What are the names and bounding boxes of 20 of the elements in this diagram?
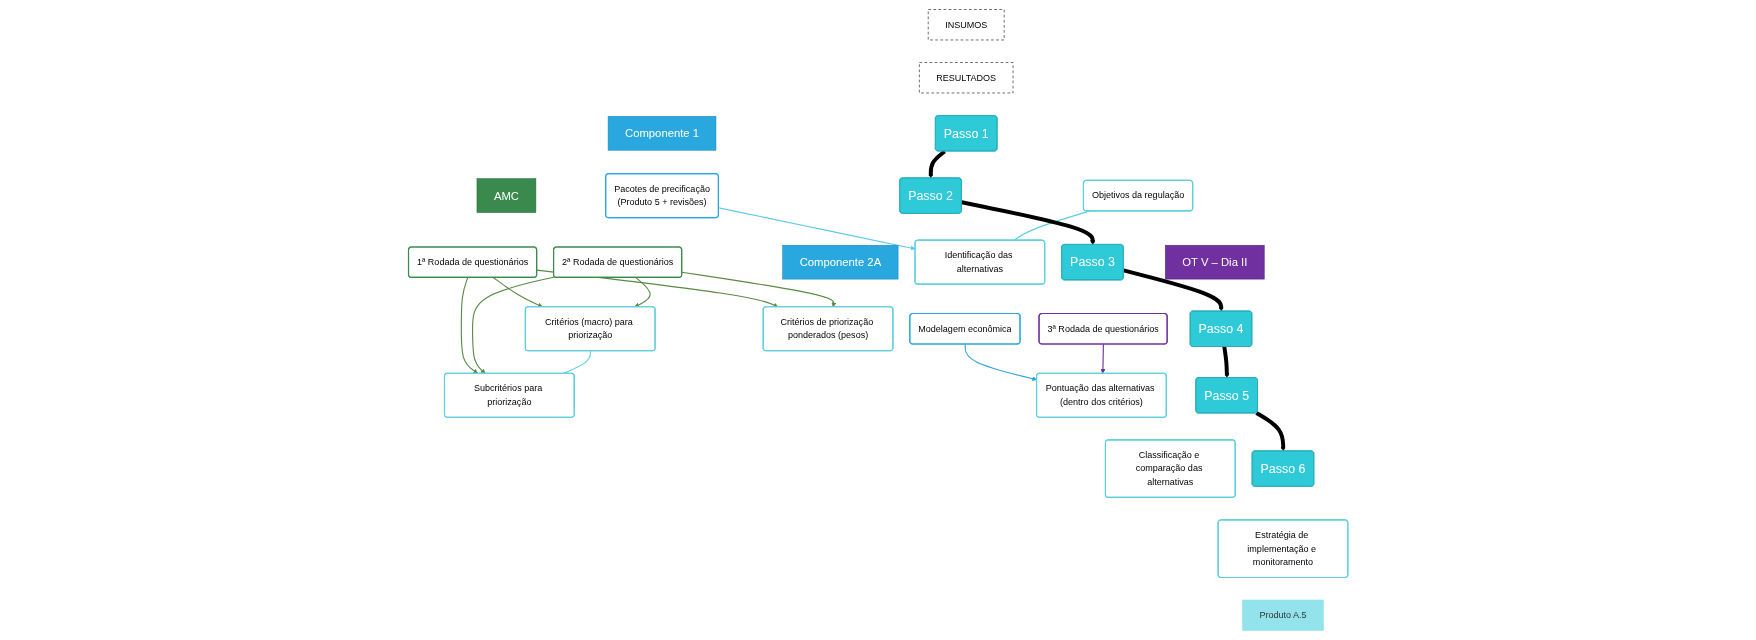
arrow bbox=[1222, 346, 1230, 379]
node-box: Componente 1 bbox=[607, 116, 717, 151]
node-box: Componente 2A bbox=[782, 245, 899, 280]
arrow bbox=[964, 343, 1037, 382]
node-box: AMC bbox=[476, 178, 536, 213]
connector bbox=[1012, 210, 1090, 242]
node-box: OT V – Dia II bbox=[1164, 245, 1265, 280]
arrow bbox=[460, 277, 478, 374]
arrow bbox=[1100, 343, 1106, 374]
arrow bbox=[961, 200, 1096, 245]
node-box: RESULTADOS bbox=[918, 62, 1014, 94]
node-box: INSUMOS bbox=[927, 9, 1005, 41]
arrow bbox=[492, 277, 543, 308]
arrow bbox=[681, 271, 837, 308]
connector bbox=[562, 350, 591, 375]
node-box: Produto A.5 bbox=[1242, 599, 1324, 631]
arrow bbox=[634, 277, 651, 308]
arrow bbox=[1255, 411, 1286, 452]
arrow bbox=[471, 276, 556, 374]
arrow bbox=[1123, 268, 1224, 312]
